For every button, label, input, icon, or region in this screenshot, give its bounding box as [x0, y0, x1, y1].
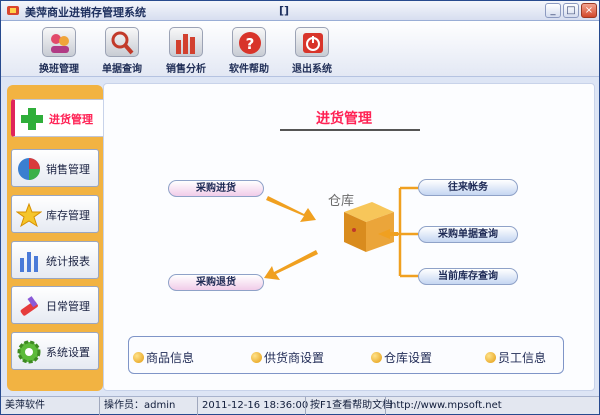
help-icon: ?	[232, 27, 266, 57]
sidebar-item-daily[interactable]: 日常管理	[11, 286, 99, 324]
employee-info-link[interactable]: 员工信息	[485, 349, 546, 366]
status-company: 美萍软件	[5, 400, 45, 411]
content-panel: 进货管理 采购进货 采购退货	[103, 83, 595, 391]
star-icon	[16, 202, 42, 228]
sidebar-item-reports[interactable]: 统计报表	[11, 241, 99, 279]
sidebar-item-label: 销售管理	[46, 163, 90, 176]
document-search-button[interactable]: 单据查询	[98, 25, 146, 75]
toolbar: 换班管理 单据查询 销售分析	[1, 21, 599, 77]
toolbar-label: 销售分析	[166, 64, 206, 75]
sales-analysis-button[interactable]: 销售分析	[162, 25, 210, 75]
gear-icon	[17, 340, 41, 364]
status-bar: 美萍软件 操作员：admin 2011-12-16 18:36:00 按F1查看…	[1, 396, 599, 415]
status-datetime: 2011-12-16 18:36:00	[197, 397, 308, 415]
close-button[interactable]: ×	[581, 3, 597, 18]
toolbar-label: 退出系统	[292, 64, 332, 75]
sidebar-item-label: 库存管理	[46, 209, 90, 222]
main-area: 进货管理 销售管理 库存管理	[1, 77, 599, 396]
sidebar-item-settings[interactable]: 系统设置	[11, 332, 99, 370]
toolbar-label: 软件帮助	[229, 64, 269, 75]
sidebar-item-inventory[interactable]: 库存管理	[11, 195, 99, 233]
document-search-icon	[105, 27, 139, 57]
sidebar-item-label: 系统设置	[46, 346, 90, 359]
product-info-link[interactable]: 商品信息	[133, 349, 194, 366]
purchase-in-button[interactable]: 采购进货	[168, 180, 264, 197]
status-operator: 操作员：admin	[99, 397, 197, 415]
shift-change-icon	[42, 27, 76, 57]
stock-query-button[interactable]: 当前库存查询	[418, 268, 518, 285]
maximize-icon: □	[566, 5, 576, 16]
svg-text:?: ?	[246, 35, 255, 53]
bullet-icon	[251, 352, 262, 363]
bar-chart-icon	[20, 252, 38, 272]
window-title-extra: []	[279, 4, 290, 17]
sidebar: 进货管理 销售管理 库存管理	[7, 85, 107, 391]
quick-links-bar: 商品信息 供货商设置 仓库设置 员工信息	[128, 336, 564, 374]
app-icon	[7, 6, 19, 15]
bullet-icon	[485, 352, 496, 363]
supplier-settings-link[interactable]: 供货商设置	[251, 349, 324, 366]
power-exit-icon	[295, 27, 329, 57]
title-underline	[280, 129, 420, 131]
window-title: 美萍商业进销存管理系统	[25, 6, 146, 19]
flow-diagram	[264, 186, 418, 280]
toolbar-label: 换班管理	[39, 64, 79, 75]
close-icon: ×	[584, 5, 594, 16]
toolbar-label: 单据查询	[102, 64, 142, 75]
exit-button[interactable]: 退出系统	[288, 25, 336, 75]
shift-change-button[interactable]: 换班管理	[35, 25, 83, 75]
pie-chart-icon	[18, 158, 40, 180]
arrow-in-icon	[266, 196, 316, 222]
maximize-button[interactable]: □	[563, 3, 579, 18]
help-button[interactable]: ? 软件帮助	[225, 25, 273, 75]
sidebar-item-purchase[interactable]: 进货管理	[11, 99, 107, 137]
connector-arrow-icon	[378, 229, 398, 239]
accounts-button[interactable]: 往来帐务	[418, 179, 518, 196]
warehouse-label: 仓库	[328, 194, 355, 209]
tools-icon	[20, 296, 38, 316]
purchase-return-button[interactable]: 采购退货	[168, 274, 264, 291]
sidebar-item-label: 统计报表	[46, 255, 90, 268]
status-help-hint: 按F1查看帮助文档	[305, 397, 392, 415]
arrow-out-icon	[264, 250, 318, 280]
bullet-icon	[371, 352, 382, 363]
page-title: 进货管理	[316, 111, 372, 127]
plus-icon	[21, 108, 43, 130]
status-url[interactable]: http://www.mpsoft.net	[385, 397, 599, 415]
warehouse-box-icon	[344, 202, 394, 252]
sidebar-item-sales[interactable]: 销售管理	[11, 149, 99, 187]
branch-lines	[398, 186, 418, 278]
sidebar-item-label: 日常管理	[46, 300, 90, 313]
purchase-document-query-button[interactable]: 采购单据查询	[418, 226, 518, 243]
minimize-icon: _	[550, 5, 556, 16]
minimize-button[interactable]: _	[545, 3, 561, 18]
sales-chart-icon	[169, 27, 203, 57]
title-bar[interactable]: 美萍商业进销存管理系统 [] _ □ ×	[1, 1, 599, 21]
warehouse-settings-link[interactable]: 仓库设置	[371, 349, 432, 366]
sidebar-item-label: 进货管理	[49, 113, 93, 126]
bullet-icon	[133, 352, 144, 363]
